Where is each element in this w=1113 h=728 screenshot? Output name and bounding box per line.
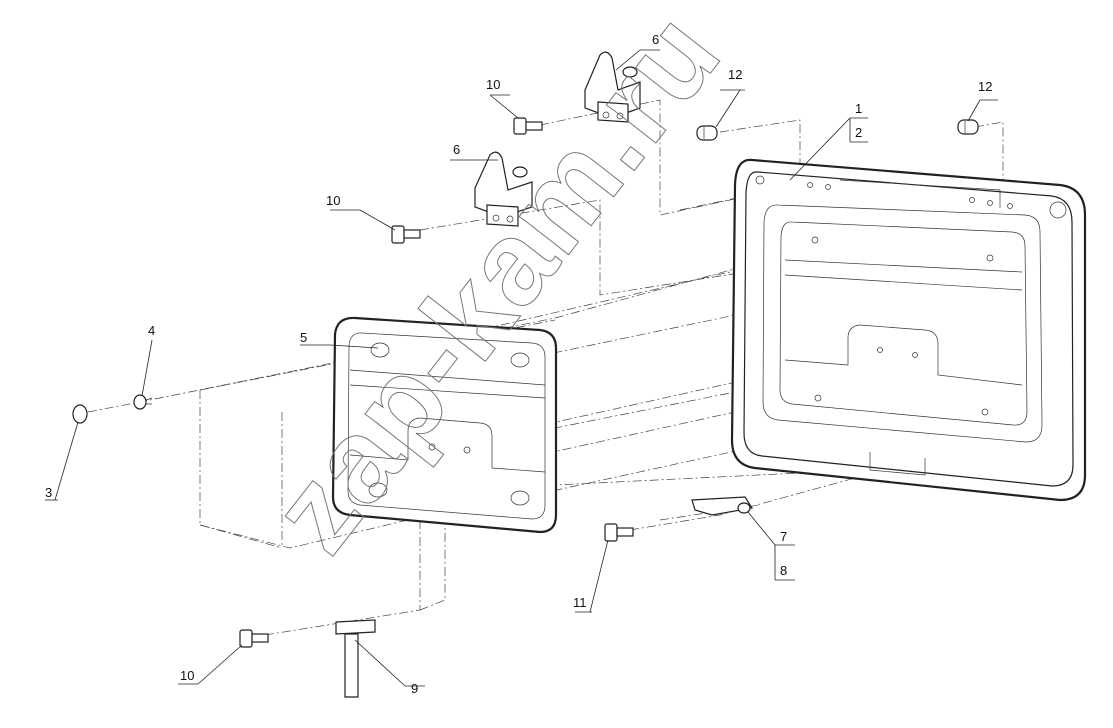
- callout-7: 7: [780, 529, 787, 544]
- callout-10-lower: 10: [180, 668, 194, 683]
- door-inner-panel: [730, 158, 1087, 502]
- leader-lines: [45, 49, 998, 687]
- grommet-right: [957, 119, 979, 135]
- cap-part-3: [72, 404, 88, 424]
- callout-1: 1: [855, 101, 862, 116]
- bolt-upper: [513, 117, 543, 135]
- striker-part-7: [691, 496, 753, 516]
- callout-2: 2: [855, 125, 862, 140]
- callout-10-middle: 10: [326, 193, 340, 208]
- hinge-upper: [584, 51, 641, 123]
- callouts: 1 2 3 4 5 6 6 7 8 9 10 10 10 11 12 12: [45, 32, 992, 696]
- callout-4: 4: [148, 323, 155, 338]
- callout-8: 8: [780, 563, 787, 578]
- bolt-lower: [239, 629, 269, 648]
- callout-11: 11: [573, 595, 587, 610]
- callout-12-left: 12: [728, 67, 742, 82]
- bolt-middle: [391, 225, 421, 244]
- callout-10-upper: 10: [486, 77, 500, 92]
- callout-3: 3: [45, 485, 52, 500]
- strap-part-9: [335, 619, 376, 698]
- bolt-part-11: [604, 523, 634, 542]
- callout-6-lower: 6: [453, 142, 460, 157]
- callout-12-right: 12: [978, 79, 992, 94]
- grommet-left: [696, 125, 718, 141]
- callout-9: 9: [411, 681, 418, 696]
- hinge-lower: [474, 151, 533, 227]
- callout-6-upper: 6: [652, 32, 659, 47]
- callout-5: 5: [300, 330, 307, 345]
- trim-panel: [331, 316, 558, 534]
- clip-part-4: [133, 394, 153, 410]
